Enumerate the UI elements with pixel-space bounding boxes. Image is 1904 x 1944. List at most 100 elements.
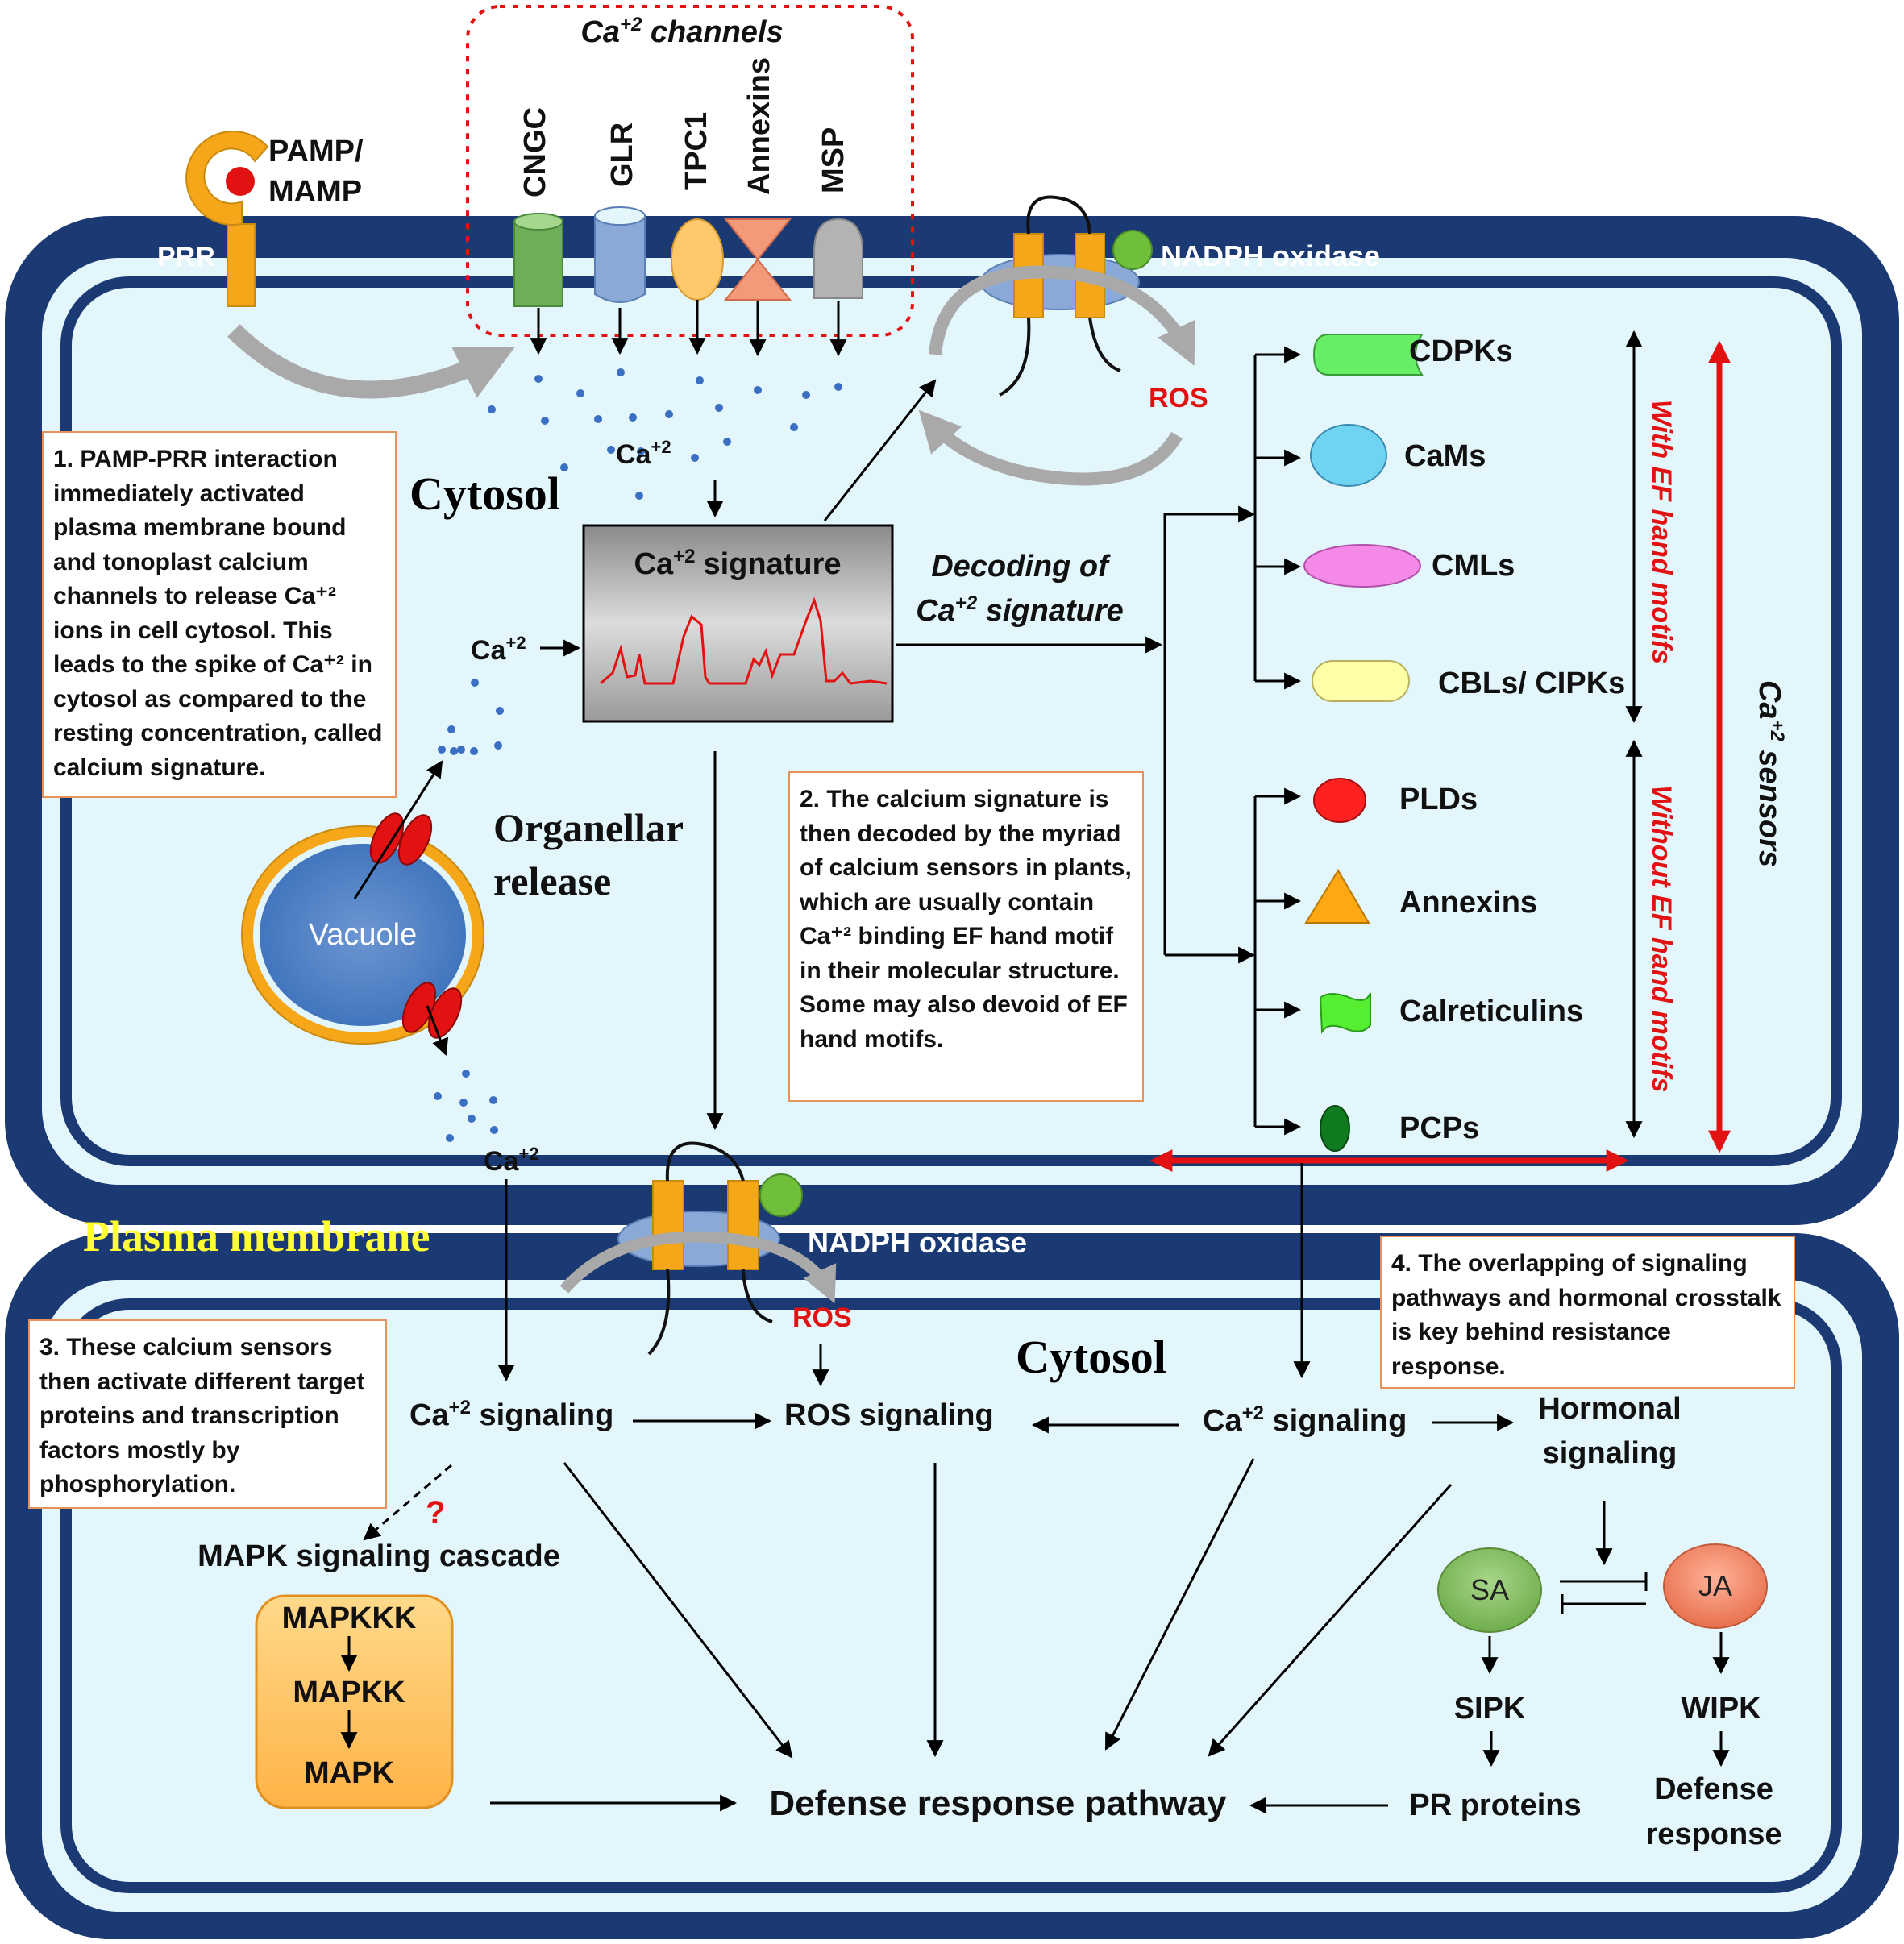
calreticulin-icon — [1319, 992, 1371, 1035]
unknown-link-mark: ? — [426, 1495, 445, 1531]
pld-icon — [1313, 778, 1366, 823]
cdpk-icon — [1312, 334, 1424, 376]
annexin-channel-icon — [723, 218, 792, 301]
nadph-top-label: NADPH oxidase — [1161, 239, 1380, 272]
note-box-3: 3. These calcium sensors then activate d… — [28, 1319, 387, 1509]
nadph-top-cycle-arrow — [918, 409, 1183, 486]
channel-label-tpc1: TPC1 — [680, 112, 713, 190]
sa-node-icon — [1437, 1547, 1542, 1633]
organellar-line1: Organellar — [493, 805, 684, 850]
sensor-label-cams: CaMs — [1404, 439, 1486, 473]
mapk-cascade-box — [255, 1594, 454, 1809]
sensor-label-cmls: CMLs — [1432, 549, 1515, 583]
mapk-step-mapkk: MAPKK — [293, 1676, 405, 1709]
cam-icon — [1310, 424, 1387, 487]
pamp-label: PAMP/ — [268, 135, 364, 168]
nadph-bottom-label: NADPH oxidase — [808, 1226, 1027, 1259]
sensor-label-annexins: Annexins — [1399, 886, 1537, 920]
note-box-4: 4. The overlapping of signaling pathways… — [1380, 1236, 1795, 1389]
ca-label-bottom-left: Ca+2 — [484, 1144, 539, 1177]
sipk-label: SIPK — [1454, 1692, 1526, 1726]
cml-icon — [1303, 544, 1421, 588]
tonoplast-channel-top-icon — [369, 812, 433, 866]
ca-sensors-label: Ca+2 sensors — [1752, 680, 1788, 867]
sensor-labels: CDPKs CaMs CMLs CBLs/ CIPKs PLDs Annexin… — [1399, 334, 1625, 1145]
mapk-step-mapkkk: MAPKKK — [282, 1601, 417, 1635]
ros-signaling-label: ROS signaling — [784, 1398, 994, 1432]
mapk-cascade-title: MAPK signaling cascade — [197, 1539, 560, 1573]
without-ef-label: Without EF hand motifs — [1646, 785, 1677, 1092]
hormonal-line2: signaling — [1543, 1436, 1677, 1470]
hormonal-to-defense-arrow — [1208, 1484, 1453, 1757]
ca-signature-box — [582, 524, 894, 723]
signature-to-nadph-arrow — [823, 379, 937, 521]
decoding-line1: Decoding of — [931, 550, 1111, 584]
channel-arrows — [530, 300, 847, 357]
organellar-line2: release — [493, 858, 611, 903]
ca-left-to-defense-arrow — [563, 1462, 793, 1759]
decoding-line2: Ca+2 signature — [916, 592, 1124, 628]
ja-node-icon — [1663, 1543, 1768, 1629]
glr-channel-icon — [594, 206, 646, 303]
nadph-top-ros-arrow — [929, 265, 1195, 366]
plasma-membrane-label: Plasma membrane — [83, 1212, 430, 1261]
channel-label-msp: MSP — [817, 127, 850, 193]
defense-response-line2: response — [1646, 1817, 1782, 1851]
vacuole-label: Vacuole — [309, 918, 418, 952]
nadph-oxidase-bottom-icon — [617, 1141, 803, 1356]
channel-labels: CNGC GLR TPC1 Annexins MSP — [518, 57, 850, 197]
vacuole-release-arrow-top — [353, 760, 443, 899]
mamp-label: MAMP — [268, 175, 362, 209]
ca-right-to-defense-arrow — [1104, 1458, 1255, 1751]
cngc-channel-icon — [513, 213, 563, 307]
pcp-icon — [1320, 1105, 1350, 1152]
vacuole-calcium-dots — [434, 679, 504, 1142]
mapk-dashed-arrow — [363, 1464, 452, 1541]
channel-label-glr: GLR — [605, 123, 639, 187]
channel-label-annexins: Annexins — [742, 57, 776, 195]
ca-channels-title: Ca+2 channels — [580, 14, 783, 49]
mapk-step-mapk: MAPK — [304, 1756, 394, 1790]
hormonal-line1: Hormonal — [1538, 1392, 1681, 1426]
ca-label-top: Ca+2 — [616, 437, 671, 470]
sensor-label-cdpks: CDPKs — [1409, 334, 1513, 368]
sensor-label-calreticulins: Calreticulins — [1399, 995, 1583, 1028]
sensor-label-cbls: CBLs/ CIPKs — [1438, 667, 1625, 700]
prr-activation-arrow — [227, 324, 515, 399]
note-box-1: 1. PAMP-PRR interaction immediately acti… — [42, 431, 397, 798]
ca-signature-trace — [600, 596, 888, 685]
note-box-2: 2. The calcium signature is then decoded… — [788, 771, 1144, 1102]
vacuole-release-arrow-bottom — [426, 1005, 449, 1056]
lower-cell-inner-line — [60, 1298, 1842, 1893]
sensor-label-pcps: PCPs — [1399, 1111, 1479, 1145]
ca-signaling-left: Ca+2 signaling — [409, 1397, 613, 1432]
tonoplast-channel-bottom-icon — [401, 982, 463, 1039]
sa-ja-antagonism — [1560, 1572, 1648, 1614]
sa-label: SA — [1470, 1573, 1509, 1606]
pr-proteins-label: PR proteins — [1409, 1788, 1581, 1822]
cytosol-top-label: Cytosol — [409, 467, 560, 520]
prr-label: PRR — [157, 242, 215, 272]
ca-label-left: Ca+2 — [471, 633, 526, 666]
wipk-label: WIPK — [1681, 1692, 1761, 1726]
cytosol-bottom-label: Cytosol — [1016, 1331, 1166, 1383]
pamp-ligand-icon — [226, 167, 255, 196]
channel-label-cngc: CNGC — [518, 107, 552, 197]
defense-pathway-label: Defense response pathway — [769, 1784, 1227, 1823]
ros-top-label: ROS — [1149, 383, 1208, 413]
with-ef-label: With EF hand motifs — [1646, 400, 1677, 664]
prr-receptor-icon — [185, 131, 269, 307]
defense-response-line1: Defense — [1654, 1772, 1773, 1806]
msp-channel-icon — [813, 218, 863, 299]
ca-signaling-right: Ca+2 signaling — [1203, 1402, 1407, 1438]
ja-label: JA — [1698, 1569, 1732, 1602]
tpc1-channel-icon — [671, 218, 724, 301]
sensor-label-plds: PLDs — [1399, 783, 1478, 816]
nadph-bottom-ros-arrow — [559, 1231, 837, 1304]
sensor-tree-lines — [1163, 346, 1302, 1136]
calcium-ion-dots — [488, 368, 842, 500]
annexin-sensor-icon — [1304, 869, 1370, 924]
ros-bottom-label: ROS — [792, 1302, 852, 1333]
